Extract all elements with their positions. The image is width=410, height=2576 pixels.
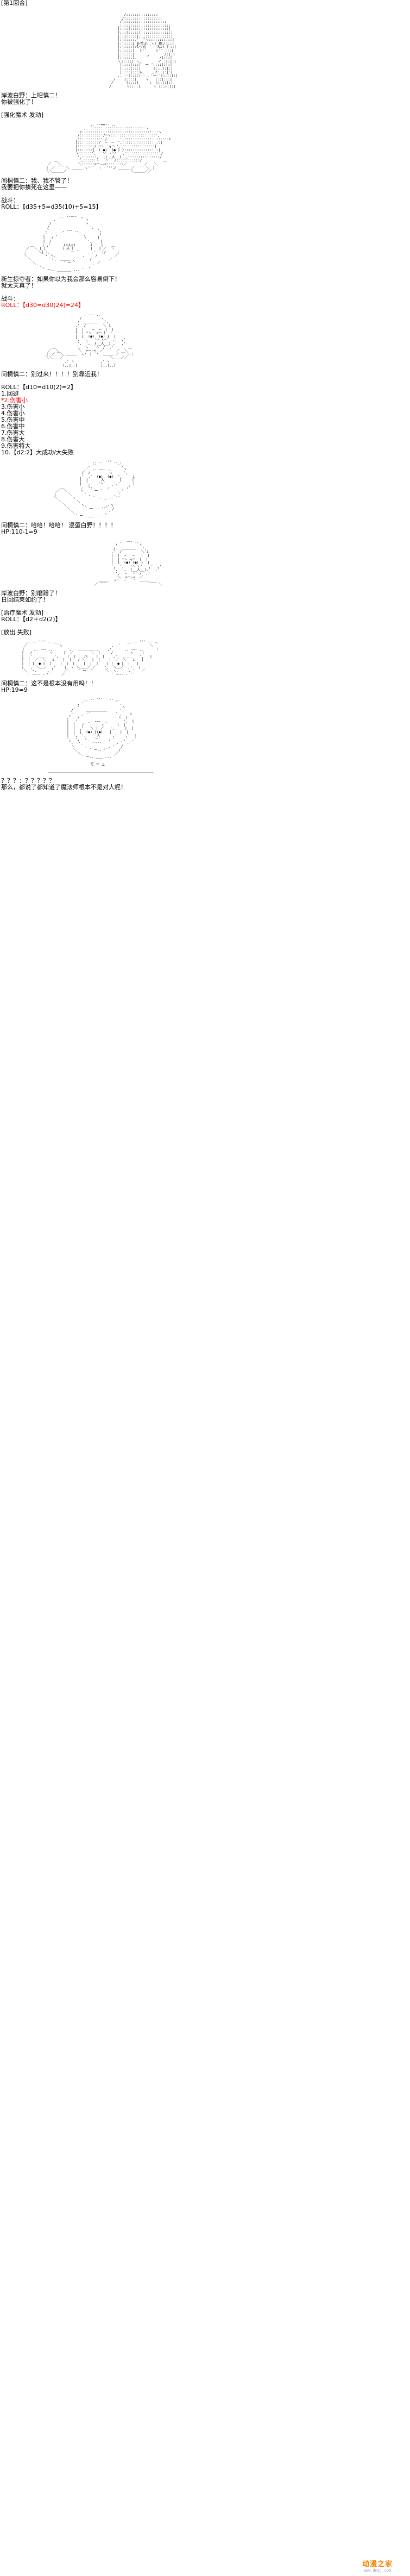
story-line: 10.【d2:2】大成功/大失败 <box>1 449 74 457</box>
spacer <box>0 272 410 275</box>
story-line: 我要把你揍死在这里—— <box>1 183 67 191</box>
spacer <box>0 289 410 296</box>
dialogue-shinji-kill: 间桐慎二：这不是根本没有用吗！！HP:19=9 <box>0 680 410 698</box>
aa-shinji-scared-indent: , -―- .、 / ヽ / ＿＿＿＿ ', ,' / ＼ i | | ― ― … <box>0 313 410 367</box>
story-line: 8.伤害大 <box>1 436 25 443</box>
spacer <box>0 118 410 122</box>
ascii-art: ,. -‐―‐- .、 , ´ ` ヽ / ヽ / ', ,' , -―- .、… <box>23 214 121 272</box>
spacer <box>0 173 410 177</box>
dialogue-shinji-dont-come: 间桐慎二：别过来！！！！别靠近我！ ROLL：【d10=d10(2)=2】1.回… <box>0 371 410 460</box>
spacer <box>0 210 410 214</box>
story-line: *2.伤害小 <box>1 397 28 404</box>
site-watermark: 动漫之家 www.dmzj.com <box>345 2558 410 2576</box>
story-line: 那么，都说了都知道了魔法师根本不是对人呢！ <box>1 783 127 791</box>
ascii-art: /::::::::::::::: /:::::::::::::::::: /::… <box>109 12 178 89</box>
aa-wide-scene: ,. -‐ ''' ‐- ＿ ＿ -‐ ''' ‐- .、 ／ `ヽ , '´ … <box>0 640 410 680</box>
ascii-art: ,. -―- .、 / ヽ / ＿＿＿＿ ', ,' / ＼ i | | ― ―… <box>94 539 162 586</box>
story-line: 5.伤害中 <box>1 416 25 424</box>
story-line: 间桐慎二：哈哈！哈哈！ 混蛋白野！！！！ <box>1 521 117 529</box>
story-line: [放出 失败] <box>1 629 32 636</box>
aa-final-large: ,. -‐ ''''' ‐- ＿ , '´ ` ､ , ' ヽ / ＿＿＿＿＿＿… <box>0 698 410 777</box>
story-line: 岸波白野：上吧慎二！ <box>1 92 61 99</box>
dialogue-kishinami: 岸波白野：上吧慎二！你被强化了！ [强化魔术 发动] <box>0 92 410 123</box>
ascii-art: , -―- .、 / ヽ / ＿＿＿＿ ', ,' / ＼ i | | ― ― … <box>45 312 134 367</box>
ascii-art: ,. -‐==‐- .、 ,. ´:::::::::::::::::::::::… <box>45 122 171 174</box>
story-line: HP:110-1=9 <box>1 528 37 535</box>
aa-monster-rider: ,. -‐―‐- .、 , ´ ` ヽ / ヽ / ', ,' , -―- .、… <box>0 214 410 277</box>
story-line: 日回结束如约了！ <box>1 596 49 604</box>
spacer <box>0 88 410 91</box>
story-line: 间桐慎二：别过来！！！！别靠近我！ <box>1 371 103 378</box>
watermark-url: www.dmzj.com <box>363 2568 392 2573</box>
ascii-art: ,. -‐ ''''' ‐- ＿ , '´ ` ､ , ' ヽ / ＿＿＿＿＿＿… <box>47 697 154 774</box>
story-line: 就太天真了！ <box>1 282 37 290</box>
story-line: 岸波白野：别磨蹭了！ <box>1 590 61 597</box>
spacer <box>0 636 410 639</box>
dialogue-matou-shinji: 间桐慎二：我、我不管了！我要把你揍死在这里—— 战斗：ROLL：【d35+5=d… <box>0 177 410 215</box>
spacer <box>0 791 410 794</box>
story-line: [治疗魔术 发动] <box>1 609 44 617</box>
story-line: [强化魔术 发动] <box>1 111 44 119</box>
aa-monster-running: ,. -‐ ''' ‐- ､ , '´ ` ､ ,' ,. -―- .、 ヽ /… <box>0 460 410 522</box>
spacer <box>0 603 410 610</box>
story-line: ROLL：【d2＋d2(2)】 <box>1 616 61 623</box>
aa-shirou-face2-indent: ,. -―- .、 / ヽ / ＿＿＿＿ ', ,' / ＼ i | | ― ―… <box>0 539 410 586</box>
story-line: ROLL：【d35+5=d35(10)+5=15】 <box>1 203 102 210</box>
story-line: 1.回避 <box>1 390 19 398</box>
spacer <box>0 518 410 521</box>
aa-monster-running-indent: ,. -‐ ''' ‐- ､ , '´ ` ､ ,' ,. -―- .、 ヽ /… <box>0 460 410 518</box>
story-line: 3.伤害小 <box>1 403 25 411</box>
spacer <box>0 676 410 679</box>
story-line: 战斗： <box>1 295 19 303</box>
round-label: [第1回合] <box>1 0 28 7</box>
story-line: 间桐慎二：这不是根本没有用吗！！ <box>1 680 97 687</box>
story-line: 4.伤害小 <box>1 410 25 417</box>
story-line: 7.伤害大 <box>1 429 25 437</box>
story-line: 战斗： <box>1 196 19 204</box>
spacer <box>0 105 410 112</box>
spacer <box>0 191 410 197</box>
story-line: 间桐慎二：我、我不管了！ <box>1 177 73 184</box>
spacer <box>0 623 410 629</box>
story-line: 6.伤害中 <box>1 423 25 430</box>
watermark-logo: 动漫之家 <box>362 2560 393 2568</box>
spacer <box>0 535 410 539</box>
aa-shirou-closeup: /::::::::::::::: /:::::::::::::::::: /::… <box>0 13 410 92</box>
story-line: 你被强化了！ <box>1 98 37 106</box>
spacer <box>0 309 410 312</box>
aa-shirou-face2: ,. -―- .、 / ヽ / ＿＿＿＿ ', ,' / ＼ i | | ― ―… <box>0 539 410 591</box>
aa-shinji-arms-spread: ,. -‐==‐- .、 ,. ´:::::::::::::::::::::::… <box>0 123 410 177</box>
story-line: ROLL：【d10=d10(2)=2】 <box>1 384 77 391</box>
story-line: ROLL：【d30=d30(24)=24】 <box>1 302 85 309</box>
aa-shinji-scared: , -―- .、 / ヽ / ＿＿＿＿ ', ,' / ＼ i | | ― ― … <box>0 313 410 371</box>
story-line: 新生掠夺者：如果你以为我会那么容易倒下！ <box>1 276 121 283</box>
dialogue-newborn-plunderer: 新生掠夺者：如果你以为我会那么容易倒下！就太天真了！ 战斗：ROLL：【d30=… <box>0 276 410 313</box>
status-shinji-hp: 间桐慎二：哈哈！哈哈！ 混蛋白野！！！！HP:110-1=9 <box>0 522 410 540</box>
spacer <box>0 773 410 777</box>
spacer <box>0 456 410 459</box>
spacer <box>0 7 410 13</box>
spacer <box>0 367 410 370</box>
aa-shirou-closeup-indent: /::::::::::::::: /:::::::::::::::::: /::… <box>0 13 410 88</box>
spacer <box>0 586 410 589</box>
aa-wide-scene-indent: ,. -‐ ''' ‐- ＿ ＿ -‐ ''' ‐- .、 ／ `ヽ , '´ … <box>0 640 410 676</box>
spacer <box>0 693 410 697</box>
aa-final-large-indent: ,. -‐ ''''' ‐- ＿ , '´ ` ､ , ' ヽ / ＿＿＿＿＿＿… <box>0 698 410 773</box>
closing-note: ？？？：？？？？？那么，都说了都知道了魔法师根本不是对人呢！ <box>0 777 410 795</box>
aa-monster-rider-indent: ,. -‐―‐- .、 , ´ ` ヽ / ヽ / ', ,' , -―- .、… <box>0 214 410 272</box>
story-line: HP:19=9 <box>1 686 28 694</box>
ascii-art: ,. -‐ ''' ‐- ＿ ＿ -‐ ''' ‐- .、 ／ `ヽ , '´ … <box>22 640 160 677</box>
story-line: ？？？：？？？？？ <box>1 777 55 784</box>
ascii-art: ,. -‐ ''' ‐- ､ , '´ ` ､ ,' ,. -―- .、 ヽ /… <box>54 460 135 518</box>
story-line: 9.伤害特大 <box>1 442 31 450</box>
story-blocks: /::::::::::::::: /:::::::::::::::::: /::… <box>0 13 410 795</box>
aa-shinji-arms-spread-indent: ,. -‐==‐- .、 ,. ´:::::::::::::::::::::::… <box>0 123 410 173</box>
dialogue-kishinami-finish: 岸波白野：别磨蹭了！日回结束如约了！ [治疗魔术 发动]ROLL：【d2＋d2(… <box>0 590 410 640</box>
